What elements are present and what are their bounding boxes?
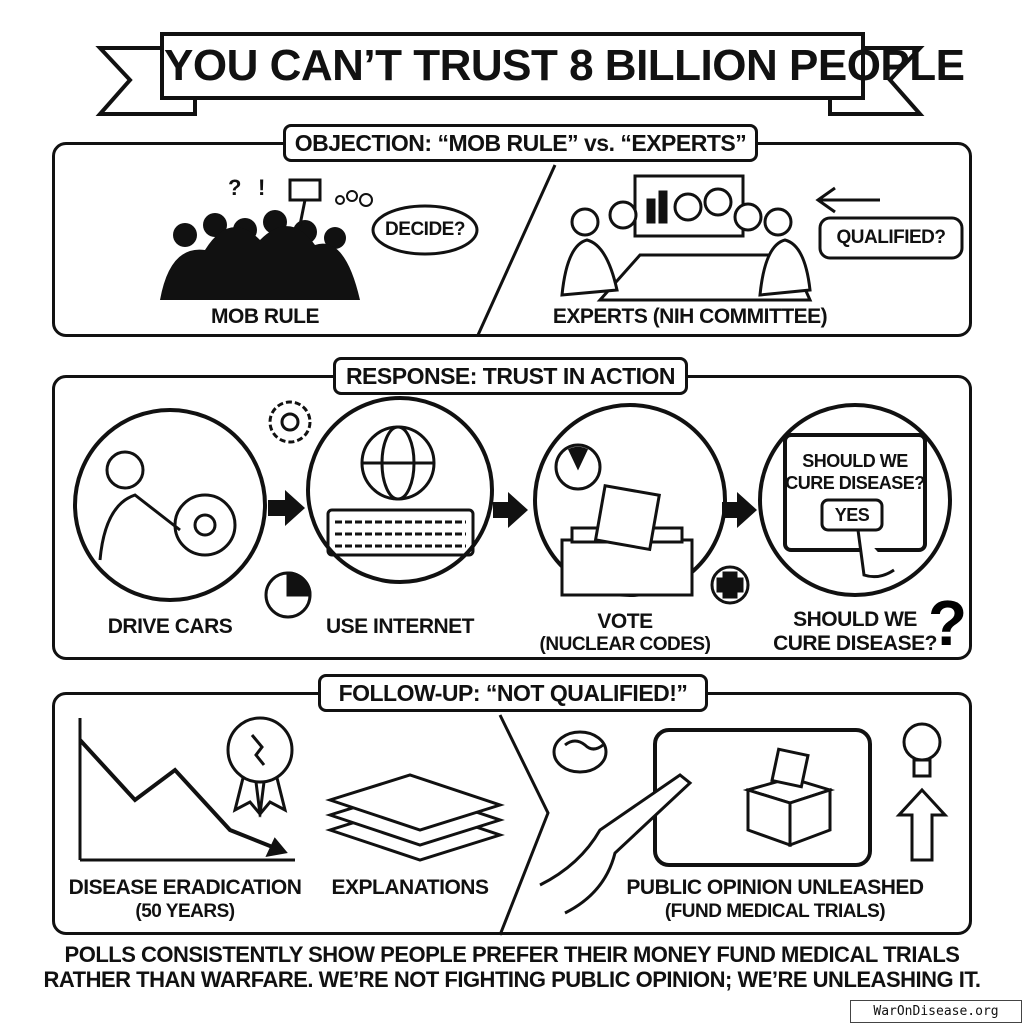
screen-question-line2: CURE DISEASE? xyxy=(785,473,925,493)
screen-icon xyxy=(783,433,927,552)
cure-label: SHOULD WE xyxy=(793,608,917,631)
decide-bubble-text: DECIDE? xyxy=(385,219,465,240)
divider xyxy=(476,164,557,336)
mob-rule-label: MOB RULE xyxy=(211,305,320,328)
internet-circle xyxy=(306,396,494,584)
brain-icon xyxy=(552,730,608,774)
watermark: WarOnDisease.org xyxy=(850,1000,1022,1023)
qualified-bubble xyxy=(818,216,964,260)
footer-line-2: RATHER THAN WARFARE. WE’RE NOT FIGHTING … xyxy=(43,967,981,992)
public-opinion-sublabel: (FUND MEDICAL TRIALS) xyxy=(664,901,886,922)
drive-cars-label: DRIVE CARS xyxy=(107,615,233,638)
flow-arrows xyxy=(268,490,757,528)
hand-with-pen-icon xyxy=(539,773,693,915)
footer-line-1: POLLS CONSISTENTLY SHOW PEOPLE PREFER TH… xyxy=(64,942,960,967)
award-ribbon-icon xyxy=(226,716,294,818)
cure-sublabel: CURE DISEASE? xyxy=(773,632,937,655)
up-arrow-icon xyxy=(895,787,949,862)
driver-icon xyxy=(98,450,237,561)
declining-chart-icon xyxy=(78,718,295,862)
ballot-box-icon xyxy=(554,443,694,597)
svg-text:?: ? xyxy=(228,175,241,200)
yes-button xyxy=(820,498,884,532)
drive-cars-circle xyxy=(73,408,267,602)
globe-icon xyxy=(326,425,475,557)
arrow-icon xyxy=(815,186,880,214)
public-opinion-label: PUBLIC OPINION UNLEASHED xyxy=(626,876,924,899)
objection-heading: OBJECTION: “MOB RULE” vs. “EXPERTS” xyxy=(283,124,758,162)
svg-text:!: ! xyxy=(258,175,265,200)
decide-bubble xyxy=(371,204,479,256)
disease-eradication-sublabel: (50 YEARS) xyxy=(135,901,235,922)
use-internet-label: USE INTERNET xyxy=(325,615,475,638)
experts-committee-icon xyxy=(560,174,813,302)
page-title: YOU CAN’T TRUST 8 BILLION PEOPLE xyxy=(160,32,965,100)
mob-crowd-icon: ? ! xyxy=(160,175,373,300)
tablet-ballot-icon xyxy=(742,747,836,848)
lightbulb-icon xyxy=(902,722,942,778)
question-mark-icon: ? xyxy=(928,587,967,659)
divider xyxy=(498,714,550,936)
vote-sublabel: (NUCLEAR CODES) xyxy=(539,634,711,655)
screen-question-line1: SHOULD WE xyxy=(802,451,908,471)
medical-cross-icon xyxy=(710,565,750,605)
explanations-label: EXPLANATIONS xyxy=(331,876,489,899)
experts-label: EXPERTS (NIH COMMITTEE) xyxy=(552,305,828,328)
followup-heading: FOLLOW-UP: “NOT QUALIFIED!” xyxy=(318,674,708,712)
response-heading: RESPONSE: TRUST IN ACTION xyxy=(333,357,688,395)
disease-eradication-label: DISEASE ERADICATION xyxy=(68,876,302,899)
gear-icon xyxy=(268,400,312,444)
vote-label: VOTE xyxy=(597,610,653,633)
documents-stack-icon xyxy=(325,773,505,862)
pie-chart-icon xyxy=(264,571,312,619)
qualified-bubble-text: QUALIFIED? xyxy=(836,227,947,248)
pointing-hand-icon xyxy=(856,529,895,579)
yes-button-label[interactable]: YES xyxy=(834,505,870,525)
